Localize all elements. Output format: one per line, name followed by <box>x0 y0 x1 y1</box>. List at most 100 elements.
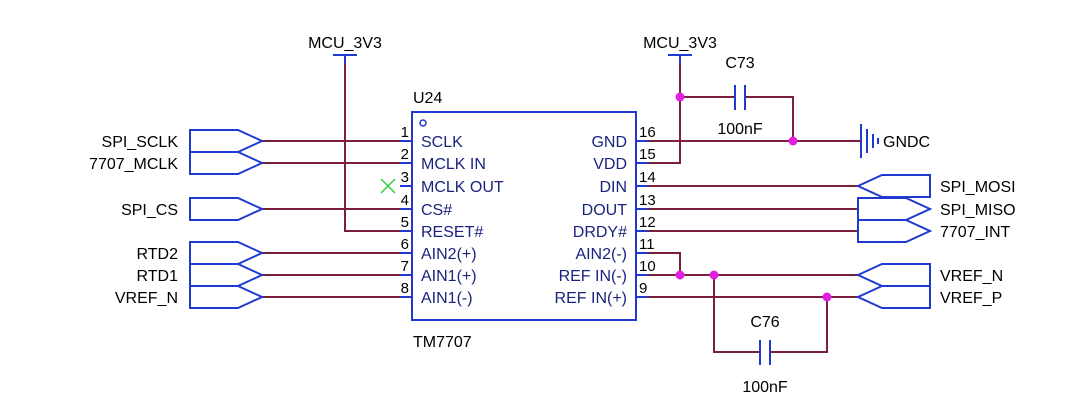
ic-u24: U24 TM7707 1 SCLK 2 MCLK IN 3 MCLK OUT 4… <box>400 90 656 351</box>
pin-name: MCLK IN <box>421 156 486 173</box>
pin-number: 15 <box>639 146 656 163</box>
ic-part-label: TM7707 <box>413 334 472 351</box>
capacitor-c76: C76 100nF <box>742 314 788 396</box>
ic-pin-left-5: 5 RESET# <box>400 214 483 241</box>
pin-name: AIN2(-) <box>575 246 627 263</box>
pin-number: 9 <box>639 280 647 297</box>
ic-ref-label: U24 <box>413 90 442 107</box>
pin-number: 7 <box>401 258 409 275</box>
wire-ain2-minus <box>636 252 681 275</box>
pin-number: 1 <box>401 124 409 141</box>
port-shape <box>189 197 265 221</box>
port-shape <box>189 285 265 309</box>
pin-number: 13 <box>639 192 656 209</box>
ic-pin-left-8: 8 AIN1(-) <box>400 280 473 307</box>
port-shape <box>855 263 931 287</box>
wire-c76-right <box>770 297 828 353</box>
ground-label-gndc: GNDC <box>883 134 930 151</box>
wire-c73-right <box>745 96 794 141</box>
junction-dot <box>675 92 685 102</box>
port-label: SPI_MOSI <box>940 179 1016 196</box>
cap-value-c76: 100nF <box>742 379 788 396</box>
port-right-spi-mosi: SPI_MOSI <box>855 174 1016 198</box>
pin-name: VDD <box>593 156 627 173</box>
port-right-spi-miso: SPI_MISO <box>857 197 1016 221</box>
cap-value-c73: 100nF <box>717 121 763 138</box>
port-shape <box>189 129 265 153</box>
port-label: SPI_SCLK <box>102 134 179 151</box>
power-label-mcu-3v3-left: MCU_3V3 <box>308 35 382 52</box>
ic-pin-left-6: 6 AIN2(+) <box>400 236 477 263</box>
pin-number: 6 <box>401 236 409 253</box>
port-label: SPI_CS <box>121 202 178 219</box>
pin-number: 16 <box>639 124 656 141</box>
ic-pin-right-12: 12 DRDY# <box>573 214 656 241</box>
port-shape <box>189 263 265 287</box>
ic-pin-left-4: 4 CS# <box>400 192 452 219</box>
port-left-7707-mclk: 7707_MCLK <box>89 151 265 175</box>
pin1-indicator <box>419 119 427 127</box>
port-shape <box>855 285 931 309</box>
port-right-vref-p: VREF_P <box>855 285 1002 309</box>
pin-name: DOUT <box>582 202 628 219</box>
pin-number: 8 <box>401 280 409 297</box>
ic-pin-right-13: 13 DOUT <box>582 192 656 219</box>
ic-pin-left-2: 2 MCLK IN <box>400 146 486 173</box>
cap-ref-c76: C76 <box>750 314 779 331</box>
power-symbol-mcu-3v3-left: MCU_3V3 <box>308 35 382 64</box>
port-shape <box>857 219 933 243</box>
ic-pin-left-3: 3 MCLK OUT <box>400 169 504 196</box>
pin-number: 14 <box>639 169 656 186</box>
capacitor-c73: C73 100nF <box>717 55 763 138</box>
ic-pin-right-9: 9 REF IN(+) <box>555 280 648 307</box>
pin-name: MCLK OUT <box>421 179 504 196</box>
port-left-vref-n: VREF_N <box>115 285 265 309</box>
port-right-vref-n: VREF_N <box>855 263 1003 287</box>
port-shape <box>857 197 933 221</box>
port-left-rtd1: RTD1 <box>137 263 265 287</box>
pin-name: DIN <box>599 179 627 196</box>
port-shape <box>189 241 265 265</box>
pin-name: AIN1(+) <box>421 268 477 285</box>
port-right-7707-int: 7707_INT <box>857 219 1010 243</box>
port-left-spi-sclk: SPI_SCLK <box>102 129 265 153</box>
port-shape <box>855 174 931 198</box>
ic-pin-right-16: 16 GND <box>591 124 655 151</box>
pin-name: REF IN(+) <box>555 290 627 307</box>
port-label: VREF_N <box>940 268 1003 285</box>
ic-pin-right-10: 10 REF IN(-) <box>559 258 656 285</box>
port-label: SPI_MISO <box>940 202 1016 219</box>
pin-name: DRDY# <box>573 224 627 241</box>
power-symbol-mcu-3v3-right: MCU_3V3 <box>643 35 717 64</box>
junction-dot <box>675 270 685 280</box>
ic-pin-left-1: 1 SCLK <box>400 124 463 151</box>
pin-number: 2 <box>401 146 409 163</box>
junction-dot <box>709 270 719 280</box>
pin-name: GND <box>591 134 627 151</box>
pin-name: REF IN(-) <box>559 268 627 285</box>
pin-name: RESET# <box>421 224 483 241</box>
port-label: 7707_INT <box>940 224 1010 241</box>
junction-dot <box>822 292 832 302</box>
pin-name: SCLK <box>421 134 463 151</box>
port-label: VREF_N <box>115 290 178 307</box>
no-connect-x-icon <box>380 178 396 194</box>
wires <box>262 64 861 353</box>
pin-number: 5 <box>401 214 409 231</box>
wire-c76-left <box>713 275 760 353</box>
pin-name: AIN1(-) <box>421 290 473 307</box>
pin-number: 12 <box>639 214 656 231</box>
wire-reset-to-3v3 <box>344 64 400 232</box>
ic-pin-left-7: 7 AIN1(+) <box>400 258 477 285</box>
power-label-mcu-3v3-right: MCU_3V3 <box>643 35 717 52</box>
port-label: VREF_P <box>940 290 1002 307</box>
pin-number: 11 <box>639 236 655 253</box>
port-left-rtd2: RTD2 <box>137 241 265 265</box>
port-label: RTD1 <box>137 268 179 285</box>
pin-number: 4 <box>401 192 409 209</box>
pin-number: 3 <box>401 169 409 186</box>
port-label: RTD2 <box>137 246 179 263</box>
ic-pin-right-11: 11 AIN2(-) <box>575 236 654 263</box>
pin-name: AIN2(+) <box>421 246 477 263</box>
